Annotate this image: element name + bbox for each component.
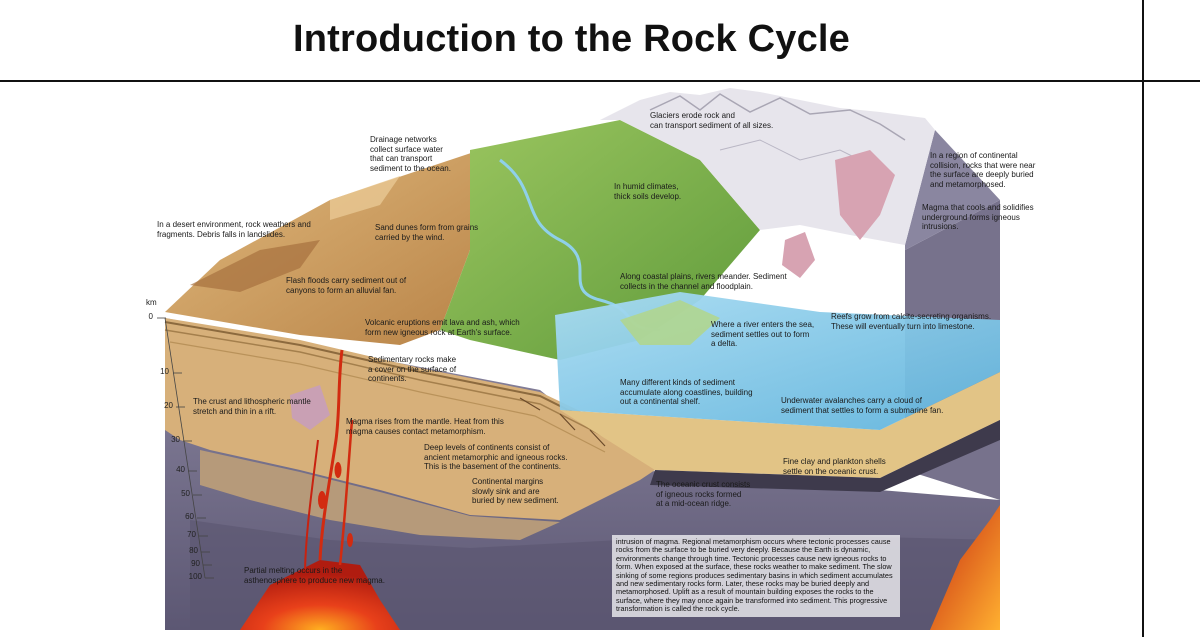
label-continental-collision: In a region of continental collision, ro… — [930, 151, 1036, 189]
label-reefs: Reefs grow from calcite-secreting organi… — [831, 312, 992, 331]
continental-basement — [200, 450, 560, 540]
intrusion-right-lower — [782, 232, 815, 278]
continental-crust-face — [165, 318, 655, 520]
label-continental-shelf: Many different kinds of sediment accumul… — [620, 378, 753, 406]
page-title: Introduction to the Rock Cycle — [292, 18, 851, 60]
label-deep-levels: Deep levels of continents consist of anc… — [424, 443, 568, 471]
label-fine-clay: Fine clay and plankton shells settle on … — [783, 457, 886, 476]
back-right-face — [905, 130, 1000, 250]
title-bar: Introduction to the Rock Cycle — [0, 0, 1200, 82]
label-volcanic: Volcanic eruptions emit lava and ash, wh… — [365, 318, 520, 337]
depth-tick-0: 0 — [148, 312, 153, 321]
oceanic-crust-band — [650, 420, 1000, 492]
magma-conduit-2 — [338, 419, 354, 566]
label-drainage: Drainage networks collect surface water … — [370, 135, 451, 173]
label-humid: In humid climates, thick soils develop. — [614, 182, 682, 201]
label-glaciers: Glaciers erode rock and can transport se… — [650, 111, 774, 130]
label-partial-melting: Partial melting occurs in the asthenosph… — [244, 566, 385, 585]
depth-tick-60: 60 — [185, 512, 194, 521]
oceanic-sediment-wedge — [560, 372, 1000, 478]
label-delta: Where a river enters the sea, sediment s… — [711, 320, 815, 348]
depth-tick-20: 20 — [164, 401, 173, 410]
label-desert: In a desert environment, rock weathers a… — [157, 220, 311, 239]
depth-tick-90: 90 — [191, 559, 200, 568]
label-magma-cools: Magma that cools and solidifies undergro… — [922, 203, 1034, 231]
depth-tick-10: 10 — [160, 367, 169, 376]
depth-tick-40: 40 — [176, 465, 185, 474]
label-magma-rises: Magma rises from the mantle. Heat from t… — [346, 417, 504, 436]
label-sedimentary-cover: Sedimentary rocks make a cover on the su… — [368, 355, 457, 383]
label-oceanic-crust: The oceanic crust consists of igneous ro… — [656, 480, 751, 508]
label-sand-dunes: Sand dunes form from grains carried by t… — [375, 223, 479, 242]
magma-right — [930, 505, 1000, 630]
depth-tick-30: 30 — [171, 435, 180, 444]
depth-tick-50: 50 — [181, 489, 190, 498]
depth-axis-line — [164, 317, 206, 579]
label-flash-floods: Flash floods carry sediment out of canyo… — [286, 276, 407, 295]
magma-conduit-3 — [304, 439, 319, 571]
right-divider — [1142, 0, 1144, 637]
magma-conduit-1 — [318, 349, 344, 561]
magma-chamber — [240, 560, 400, 630]
depth-axis-unit: km — [146, 298, 157, 307]
label-avalanches: Underwater avalanches carry a cloud of s… — [781, 396, 944, 415]
label-rift: The crust and lithospheric mantle stretc… — [193, 397, 311, 416]
label-coastal-plains: Along coastal plains, rivers meander. Se… — [620, 272, 787, 291]
label-continental-margins: Continental margins slowly sink and are … — [472, 477, 559, 505]
rock-cycle-caption: intrusion of magma. Regional metamorphis… — [612, 535, 900, 617]
depth-tick-70: 70 — [187, 530, 196, 539]
depth-ticks — [157, 317, 214, 579]
delta — [620, 300, 720, 345]
depth-tick-80: 80 — [189, 546, 198, 555]
intrusion-left — [290, 385, 330, 430]
desert-surface — [165, 150, 480, 345]
intrusion-right-upper — [835, 150, 895, 240]
depth-tick-100: 100 — [188, 572, 202, 581]
